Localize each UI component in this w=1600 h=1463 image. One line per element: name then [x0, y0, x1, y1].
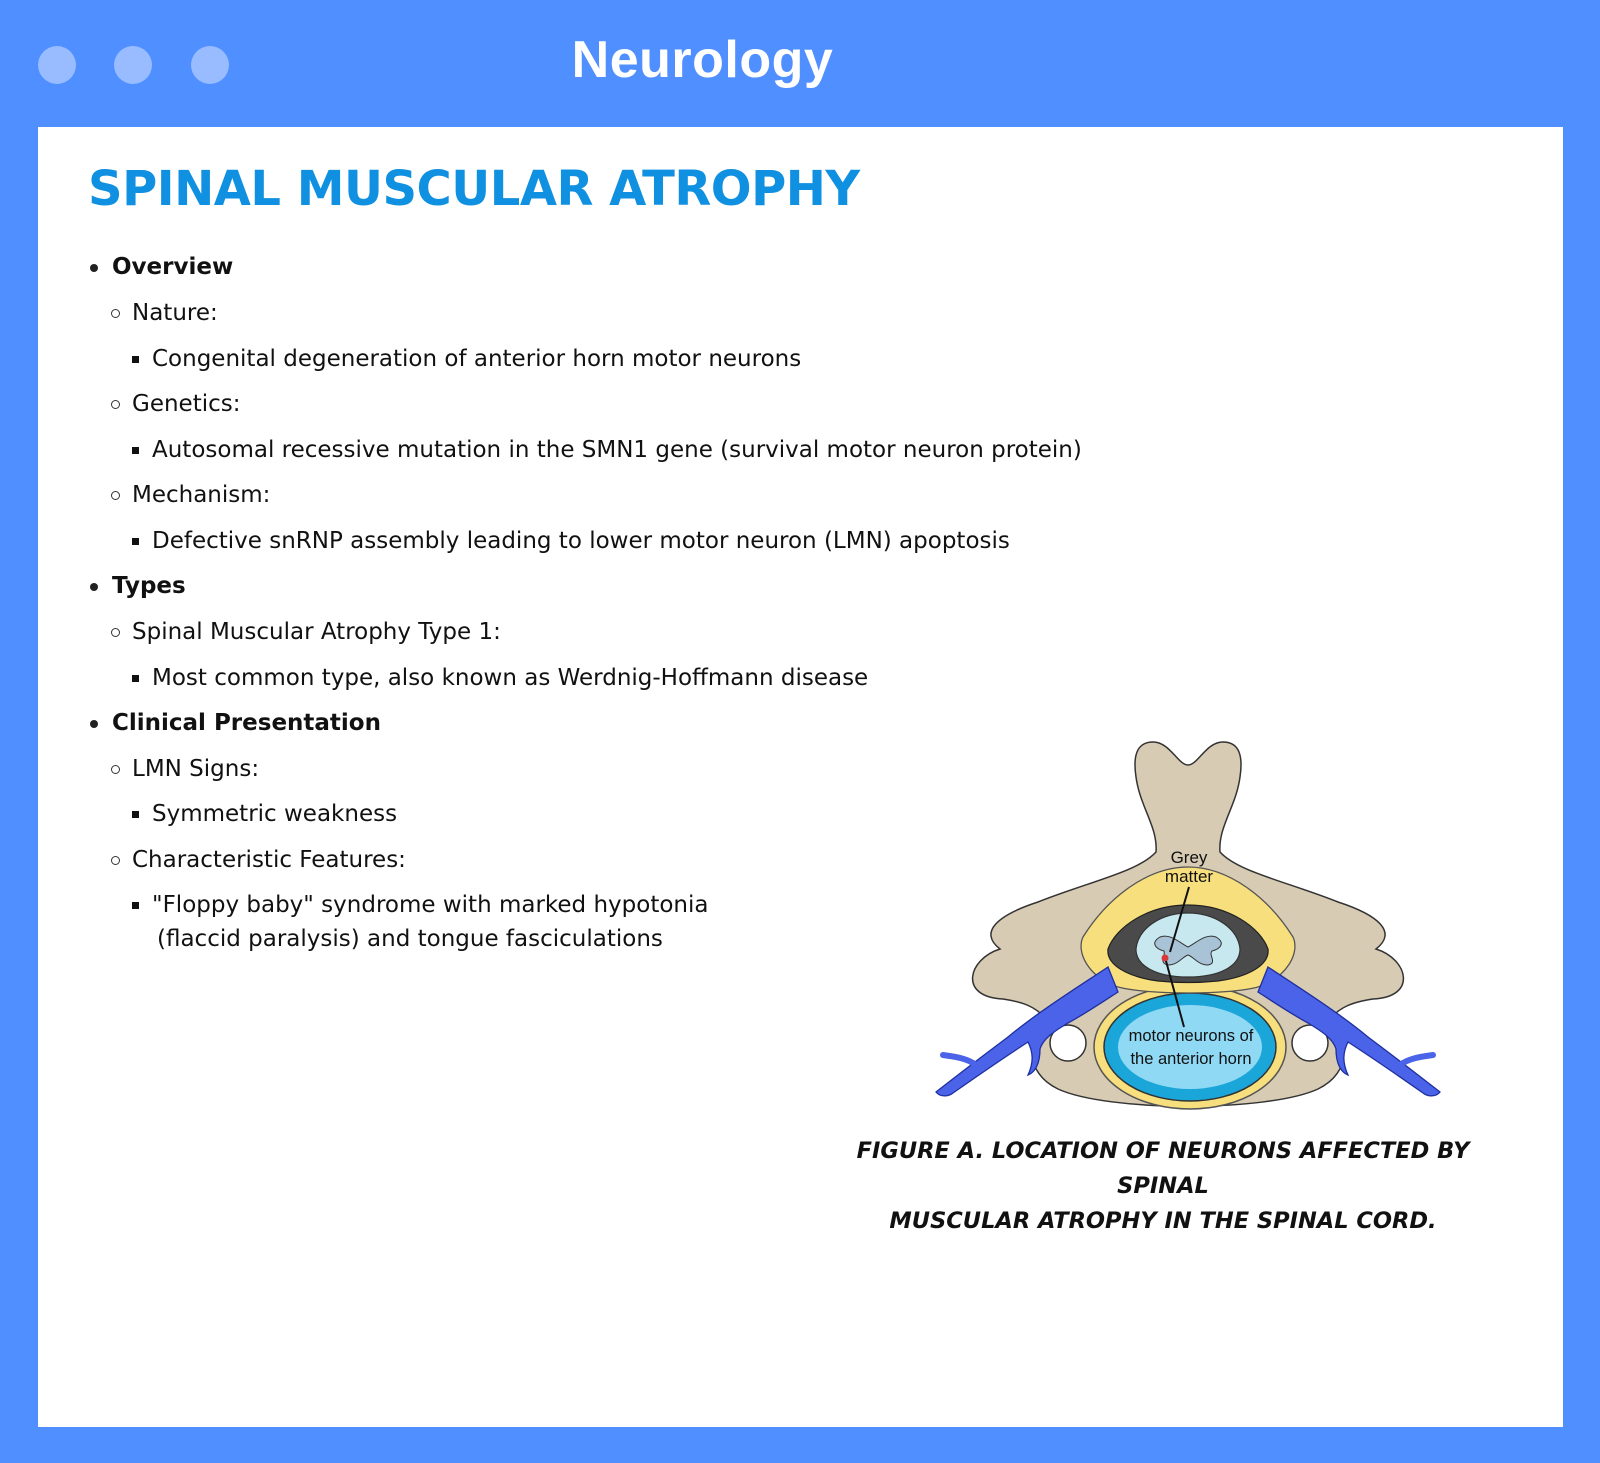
- square-bullet-icon: [132, 902, 139, 909]
- label-motor-neurons-line1: motor neurons of: [1129, 1027, 1254, 1045]
- circle-bullet-icon: [111, 765, 120, 774]
- list-item-detail: Most common type, also known as Werdnig-…: [132, 663, 868, 693]
- label-grey-matter-line1: Grey: [1171, 848, 1208, 867]
- vessel-right: [1257, 966, 1441, 1097]
- window-dot-2[interactable]: [114, 46, 152, 84]
- section-heading-overview: Overview: [90, 252, 233, 282]
- spinal-cord: [1135, 912, 1241, 978]
- circle-bullet-icon: [111, 856, 120, 865]
- bullet-icon: [90, 720, 98, 728]
- list-item-detail: Defective snRNP assembly leading to lowe…: [132, 526, 1010, 556]
- list-item-genetics: Genetics:: [111, 389, 241, 419]
- bullet-icon: [90, 264, 98, 272]
- circle-bullet-icon: [111, 628, 120, 637]
- list-item-detail-continuation: (flaccid paralysis) and tongue fascicula…: [157, 926, 663, 952]
- figure-caption-line1: FIGURE A. LOCATION OF NEURONS AFFECTED B…: [856, 1138, 1470, 1199]
- square-bullet-icon: [132, 811, 139, 818]
- list-item-detail: "Floppy baby" syndrome with marked hypot…: [132, 890, 708, 920]
- list-item-nature: Nature:: [111, 298, 218, 328]
- list-item-mechanism: Mechanism:: [111, 480, 270, 510]
- anterior-horn-neurons: [1161, 954, 1169, 962]
- list-item-lmn-signs: LMN Signs:: [111, 754, 259, 784]
- square-bullet-icon: [132, 356, 139, 363]
- grey-matter-pointer: [1169, 886, 1190, 953]
- section-heading-types: Types: [90, 571, 186, 601]
- window-dot-1[interactable]: [38, 46, 76, 84]
- vertebral-body-inner: [1118, 1005, 1262, 1089]
- content-panel: SPINAL MUSCULAR ATROPHY Overview Nature:…: [38, 127, 1563, 1427]
- app-title: Neurology: [571, 31, 834, 89]
- window-dot-3[interactable]: [191, 46, 229, 84]
- figure-caption: FIGURE A. LOCATION OF NEURONS AFFECTED B…: [818, 1134, 1508, 1239]
- figure-caption-line2: MUSCULAR ATROPHY IN THE SPINAL CORD.: [889, 1208, 1437, 1234]
- transverse-foramen-left: [1049, 1024, 1087, 1062]
- window-titlebar: Neurology: [0, 0, 1600, 127]
- label-motor-neurons-line2: the anterior horn: [1130, 1050, 1251, 1068]
- transverse-foramen-right: [1291, 1024, 1329, 1062]
- vessel-right-branch: [1397, 1052, 1436, 1068]
- vessel-left: [935, 966, 1119, 1097]
- list-item-detail: Congenital degeneration of anterior horn…: [132, 344, 801, 374]
- square-bullet-icon: [132, 675, 139, 682]
- circle-bullet-icon: [111, 400, 120, 409]
- bullet-icon: [90, 583, 98, 591]
- list-item-characteristic-features: Characteristic Features:: [111, 845, 406, 875]
- vessel-left-branch: [940, 1052, 979, 1068]
- list-item-detail: Symmetric weakness: [132, 799, 397, 829]
- label-grey-matter-line2: matter: [1165, 867, 1214, 886]
- list-item-sma-type-1: Spinal Muscular Atrophy Type 1:: [111, 617, 501, 647]
- square-bullet-icon: [132, 447, 139, 454]
- section-heading-clinical-presentation: Clinical Presentation: [90, 708, 381, 738]
- page-title: SPINAL MUSCULAR ATROPHY: [88, 161, 860, 217]
- circle-bullet-icon: [111, 491, 120, 500]
- circle-bullet-icon: [111, 309, 120, 318]
- spinal-cord-figure: Grey matter motor neurons of the anterio…: [935, 741, 1441, 1110]
- list-item-detail: Autosomal recessive mutation in the SMN1…: [132, 435, 1082, 465]
- motor-neuron-pointer: [1165, 960, 1185, 1028]
- square-bullet-icon: [132, 538, 139, 545]
